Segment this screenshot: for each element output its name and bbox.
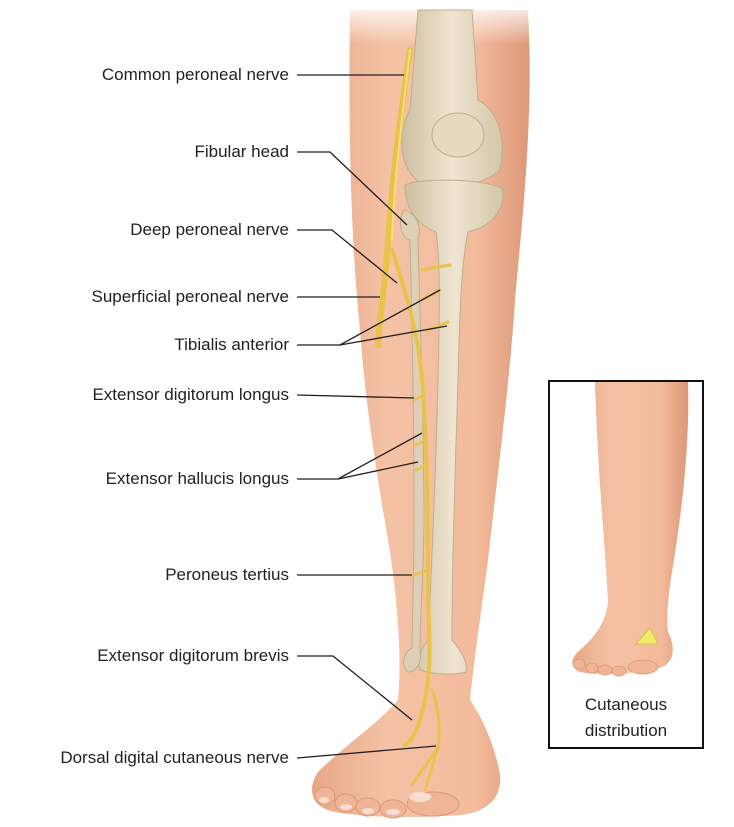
- cutaneous-area-highlight: [635, 627, 659, 645]
- inset-foot-illustration: [572, 382, 689, 677]
- label-deep-peroneal-nerve: Deep peroneal nerve: [130, 220, 289, 239]
- bones: [400, 9, 504, 675]
- leader-lines: [296, 74, 448, 759]
- label-dorsal-digital-cutaneous-nerve: Dorsal digital cutaneous nerve: [60, 748, 289, 767]
- inset-caption-line1: Cutaneous: [584, 695, 668, 714]
- cutaneous-distribution-inset: Cutaneous distribution: [548, 380, 704, 749]
- label-tibialis-anterior: Tibialis anterior: [174, 335, 289, 354]
- label-fibular-head: Fibular head: [194, 142, 289, 161]
- label-extensor-digitorum-brevis: Extensor digitorum brevis: [97, 646, 289, 665]
- inset-caption-line2: distribution: [584, 721, 668, 740]
- label-common-peroneal-nerve: Common peroneal nerve: [101, 65, 289, 84]
- nerves: [375, 47, 452, 792]
- label-peroneus-tertius: Peroneus tertius: [165, 565, 289, 584]
- label-extensor-hallucis-longus: Extensor hallucis longus: [105, 469, 289, 488]
- label-superficial-peroneal-nerve: Superficial peroneal nerve: [91, 287, 289, 306]
- label-extensor-digitorum-longus: Extensor digitorum longus: [92, 385, 289, 404]
